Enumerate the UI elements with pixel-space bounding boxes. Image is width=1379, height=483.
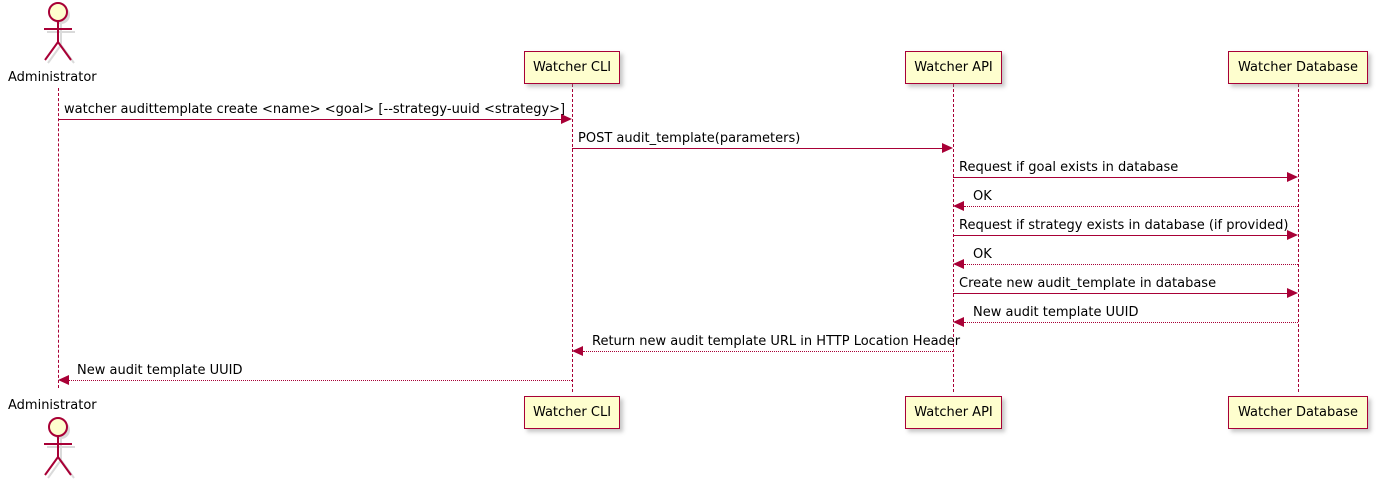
message-line-7 xyxy=(953,293,1290,294)
message-label-3: Request if goal exists in database xyxy=(959,160,1179,175)
participant-box-watcher-api-top[interactable]: Watcher API xyxy=(905,51,1002,84)
message-arrowhead-8 xyxy=(953,317,964,327)
message-line-1 xyxy=(58,119,564,120)
message-arrowhead-3 xyxy=(1287,172,1298,182)
message-line-8 xyxy=(964,322,1298,323)
message-label-6: OK xyxy=(973,247,992,262)
message-line-2 xyxy=(572,148,945,149)
message-line-6 xyxy=(964,264,1298,265)
message-label-5: Request if strategy exists in database (… xyxy=(959,218,1289,233)
participant-label-watcher-api-bottom: Watcher API xyxy=(914,405,993,420)
message-arrowhead-1 xyxy=(561,114,572,124)
actor-administrator-bottom[interactable] xyxy=(36,415,81,481)
participant-label-watcher-database-top: Watcher Database xyxy=(1238,60,1358,75)
lifeline-administrator xyxy=(58,88,59,388)
message-label-1: watcher audittemplate create <name> <goa… xyxy=(64,102,566,117)
participant-box-watcher-api-bottom[interactable]: Watcher API xyxy=(905,396,1002,429)
message-arrowhead-7 xyxy=(1287,288,1298,298)
message-line-3 xyxy=(953,177,1290,178)
message-line-5 xyxy=(953,235,1290,236)
participant-label-watcher-cli-top: Watcher CLI xyxy=(532,60,612,75)
message-line-10 xyxy=(69,380,572,381)
message-label-9: Return new audit template URL in HTTP Lo… xyxy=(592,334,961,349)
participant-box-watcher-cli-top[interactable]: Watcher CLI xyxy=(524,51,620,84)
message-label-4: OK xyxy=(973,189,992,204)
participant-label-watcher-cli-bottom: Watcher CLI xyxy=(532,405,612,420)
message-line-9 xyxy=(583,351,953,352)
participant-box-watcher-database-bottom[interactable]: Watcher Database xyxy=(1228,396,1368,429)
lifeline-watcher-database xyxy=(1298,84,1299,392)
participant-box-watcher-cli-bottom[interactable]: Watcher CLI xyxy=(524,396,620,429)
actor-label-administrator-bottom: Administrator xyxy=(8,398,97,413)
message-label-2: POST audit_template(parameters) xyxy=(578,131,801,146)
lifeline-watcher-api xyxy=(953,84,954,392)
message-arrowhead-5 xyxy=(1287,230,1298,240)
message-arrowhead-6 xyxy=(953,259,964,269)
message-arrowhead-4 xyxy=(953,201,964,211)
message-arrowhead-10 xyxy=(58,375,69,385)
message-arrowhead-9 xyxy=(572,346,583,356)
actor-icon xyxy=(44,2,75,64)
message-line-4 xyxy=(964,206,1298,207)
actor-administrator-top[interactable] xyxy=(36,0,81,66)
message-label-10: New audit template UUID xyxy=(77,363,243,378)
participant-label-watcher-api-top: Watcher API xyxy=(914,60,993,75)
participant-label-watcher-database-bottom: Watcher Database xyxy=(1238,405,1358,420)
message-arrowhead-2 xyxy=(942,143,953,153)
participant-box-watcher-database-top[interactable]: Watcher Database xyxy=(1228,51,1368,84)
actor-icon xyxy=(44,417,75,479)
message-label-8: New audit template UUID xyxy=(973,305,1139,320)
lifeline-watcher-cli xyxy=(572,84,573,392)
message-label-7: Create new audit_template in database xyxy=(959,276,1217,291)
actor-label-administrator-top: Administrator xyxy=(8,70,97,85)
